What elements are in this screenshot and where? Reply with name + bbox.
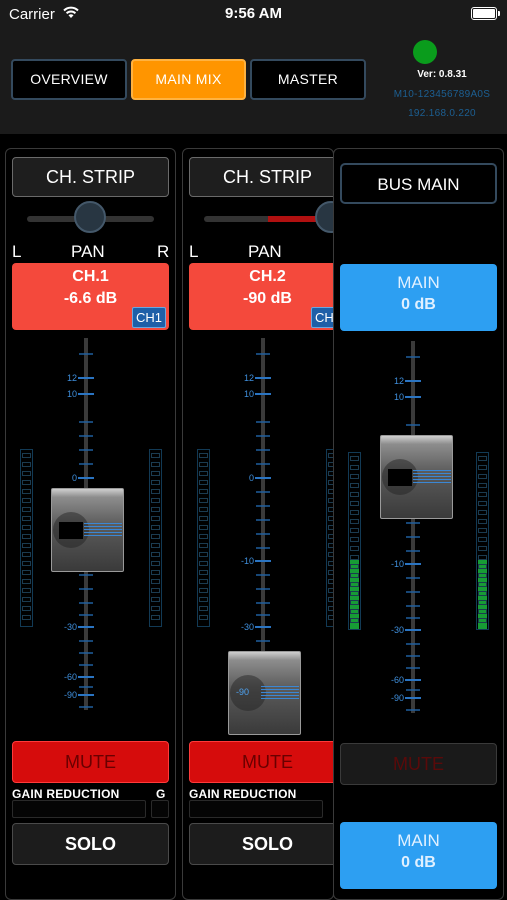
channel-level: -90 dB xyxy=(243,290,292,307)
scale-label: -60 xyxy=(391,675,404,685)
device-ip-label: 192.168.0.220 xyxy=(408,108,476,119)
status-bar: Carrier 9:56 AM xyxy=(0,0,507,30)
scale-label: -10 xyxy=(391,559,404,569)
version-label: Ver: 0.8.31 xyxy=(417,69,467,80)
scale-label: -90 xyxy=(64,690,77,700)
main-level-display[interactable]: MAIN 0 dB xyxy=(340,264,497,331)
meter-level-fill xyxy=(350,558,359,629)
scale-label: 12 xyxy=(67,373,77,383)
channel-strip-1: CH. STRIP L PAN R CH.1 -6.6 dB CH1 12 10 0… xyxy=(5,148,176,900)
tab-master[interactable]: MASTER xyxy=(250,59,366,100)
channel-level-display[interactable]: CH.2 -90 dB CH xyxy=(189,263,333,330)
scale-label: 10 xyxy=(394,392,404,402)
carrier-label: Carrier xyxy=(9,6,55,23)
gate-meter xyxy=(151,800,169,818)
pan-left-label: L xyxy=(12,242,22,261)
main-name: MAIN xyxy=(397,273,440,292)
mute-button[interactable]: MUTE xyxy=(12,741,169,783)
level-meter-right xyxy=(326,449,333,627)
channel-name: CH.1 xyxy=(72,268,109,285)
solo-button[interactable]: SOLO xyxy=(12,823,169,865)
main-level: 0 dB xyxy=(401,854,436,871)
channel-tag: CH1 xyxy=(131,307,166,328)
scale-label: -60 xyxy=(64,672,77,682)
header: OVERVIEW MAIN MIX MASTER Ver: 0.8.31 M10… xyxy=(0,30,507,134)
fader-handle[interactable] xyxy=(380,435,453,519)
ch-strip-button[interactable]: CH. STRIP xyxy=(12,157,169,197)
channel-level: -6.6 dB xyxy=(63,290,118,307)
scale-label: -10 xyxy=(241,556,254,566)
gain-reduction-label: GAIN REDUCTION xyxy=(189,787,297,801)
scale-label: 0 xyxy=(249,473,254,483)
pan-left-label: L xyxy=(189,242,199,261)
level-meter-right xyxy=(476,452,489,630)
pan-track[interactable] xyxy=(204,216,331,222)
scale-label: -90 xyxy=(391,693,404,703)
scale-label: -30 xyxy=(391,625,404,635)
gain-reduction-meter xyxy=(12,800,146,818)
fader-handle[interactable]: -90 xyxy=(228,651,301,735)
main-name: MAIN xyxy=(397,831,440,850)
pan-knob[interactable] xyxy=(74,201,106,233)
pan-label: PAN xyxy=(71,242,105,261)
scale-label: -30 xyxy=(64,622,77,632)
wifi-icon xyxy=(63,6,79,18)
channel-tag: CH xyxy=(311,307,333,328)
scale-label: 12 xyxy=(244,373,254,383)
scale-label: -30 xyxy=(241,622,254,632)
pan-right-label: R xyxy=(157,242,170,261)
solo-button[interactable]: SOLO xyxy=(189,823,333,865)
scale-label: 0 xyxy=(72,473,77,483)
meter-level-fill xyxy=(478,558,487,629)
level-meter-left xyxy=(348,452,361,630)
gain-reduction-label: GAIN REDUCTION xyxy=(12,787,120,801)
ch-strip-button[interactable]: CH. STRIP xyxy=(189,157,333,197)
fader-handle[interactable] xyxy=(51,488,124,572)
fader-value: -90 xyxy=(236,687,250,697)
channel-strip-2: CH. STRIP L PAN CH.2 -90 dB CH 12 10 0 -10 -… xyxy=(182,148,334,900)
main-level: 0 dB xyxy=(401,296,436,313)
tab-main-mix[interactable]: MAIN MIX xyxy=(131,59,246,100)
channel-level-display[interactable]: CH.1 -6.6 dB CH1 xyxy=(12,263,169,330)
main-level-display-bottom[interactable]: MAIN 0 dB xyxy=(340,822,497,889)
gain-reduction-meter xyxy=(189,800,323,818)
channel-name: CH.2 xyxy=(249,268,286,285)
tab-overview[interactable]: OVERVIEW xyxy=(11,59,127,100)
connection-status-icon xyxy=(413,40,437,64)
level-meter-left xyxy=(20,449,33,627)
scale-label: 10 xyxy=(244,389,254,399)
mute-button[interactable]: MUTE xyxy=(340,743,497,785)
mute-button[interactable]: MUTE xyxy=(189,741,333,783)
battery-icon xyxy=(471,7,500,20)
pan-knob[interactable] xyxy=(315,201,333,233)
device-id-label: M10-123456789A0S xyxy=(393,89,491,100)
scale-label: 10 xyxy=(67,389,77,399)
pan-label: PAN xyxy=(248,242,282,261)
gate-label: G xyxy=(156,787,166,801)
scale-label: 12 xyxy=(394,376,404,386)
level-meter-right xyxy=(149,449,162,627)
bus-main-button[interactable]: BUS MAIN xyxy=(340,163,497,204)
level-meter-left xyxy=(197,449,210,627)
clock: 9:56 AM xyxy=(225,5,282,22)
